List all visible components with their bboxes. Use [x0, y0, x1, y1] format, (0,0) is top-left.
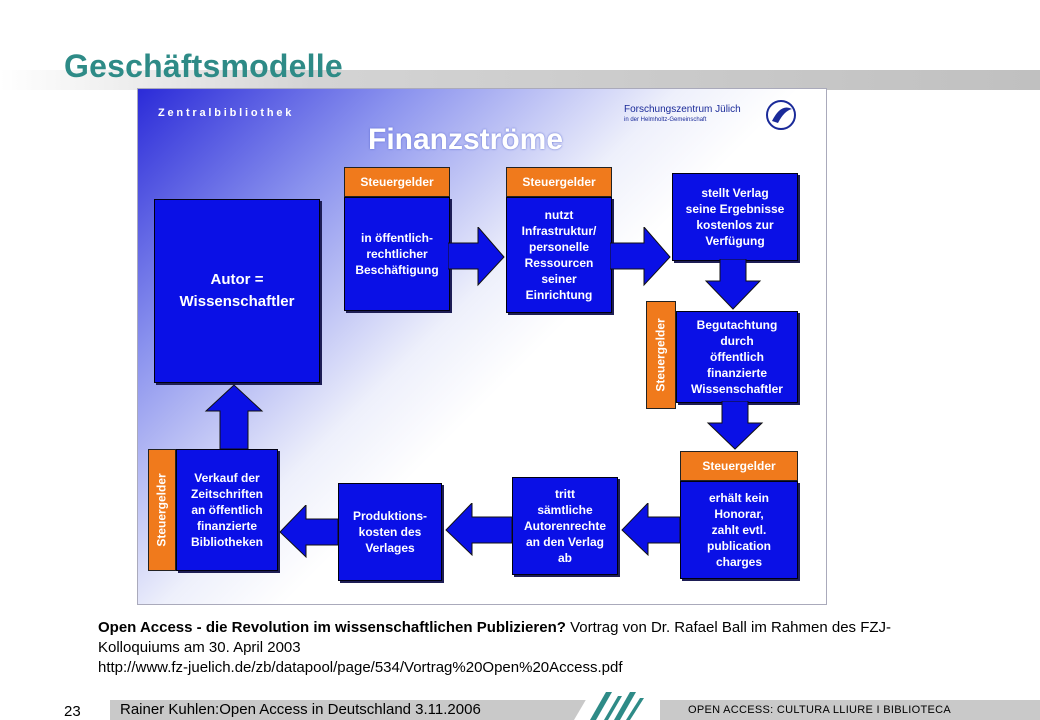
rights-box: tritt sämtliche Autorenrechte an den Ver… — [512, 477, 618, 575]
arrow-fee-to-rights — [621, 503, 681, 557]
iwi-logo-icon — [574, 686, 660, 720]
tax-tag-5: Steuergelder — [148, 449, 176, 571]
source-caption: Open Access - die Revolution im wissensc… — [98, 618, 918, 678]
arrow-publisher-to-review — [704, 259, 762, 310]
arrow-sale-to-author — [204, 384, 264, 449]
tax-tag-1: Steuergelder — [344, 167, 450, 197]
arrow-review-to-fee — [706, 401, 764, 450]
title-bar — [0, 70, 1040, 90]
infrastructure-box: nutzt Infrastruktur/ personelle Ressourc… — [506, 197, 612, 313]
tax-tag-2: Steuergelder — [506, 167, 612, 197]
employment-box: in öffentlich- rechtlicher Beschäftigung — [344, 197, 450, 311]
production-box: Produktions- kosten des Verlages — [338, 483, 442, 581]
footer-bar — [110, 700, 1040, 720]
arrow-employment-to-infrastructure — [448, 227, 505, 287]
arrow-infrastructure-to-publisher — [610, 227, 671, 287]
zentralbibliothek-label: Zentralbibliothek — [158, 107, 295, 119]
finance-flow-diagram: Zentralbibliothek Forschungszentrum Jüli… — [137, 88, 827, 605]
arrow-rights-to-production — [445, 503, 513, 557]
arrow-production-to-sale — [279, 505, 339, 559]
fzj-logo-line1: Forschungszentrum Jülich — [624, 104, 741, 115]
tax-tag-4: Steuergelder — [680, 451, 798, 481]
sale-box: Verkauf der Zeitschriften an öffentlich … — [176, 449, 278, 571]
fzj-logo-line2: in der Helmholtz-Gemeinschaft — [624, 117, 707, 123]
publisher-free-box: stellt Verlag seine Ergebnisse kostenlos… — [672, 173, 798, 261]
fzj-logo-icon — [766, 100, 796, 130]
caption-url[interactable]: http://www.fz-juelich.de/zb/datapool/pag… — [98, 659, 623, 676]
slide-title: Geschäftsmodelle — [64, 48, 343, 84]
footer-conference: OPEN ACCESS: CULTURA LLIURE I BIBLIOTECA — [688, 704, 952, 716]
caption-details: Vortrag von Dr. Rafael Ball im Rahmen de… — [98, 619, 892, 656]
author-box: Autor = Wissenschaftler — [154, 199, 320, 383]
tax-tag-3: Steuergelder — [646, 301, 676, 409]
review-box: Begutachtung durch öffentlich finanziert… — [676, 311, 798, 403]
page-number: 23 — [64, 703, 81, 720]
fee-box: erhält kein Honorar, zahlt evtl. publica… — [680, 481, 798, 579]
footer-author-date: Rainer Kuhlen:Open Access in Deutschland… — [120, 701, 481, 718]
caption-title: Open Access - die Revolution im wissensc… — [98, 619, 566, 636]
diagram-title: Finanzströme — [368, 123, 564, 156]
fzj-logo-text: Forschungszentrum Jülich in der Helmholt… — [624, 105, 741, 125]
